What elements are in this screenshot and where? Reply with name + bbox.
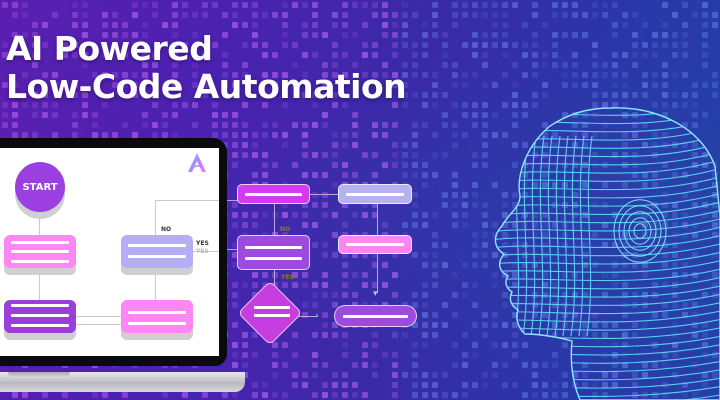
connector — [76, 324, 121, 325]
flow-node — [4, 300, 76, 333]
connector — [155, 275, 156, 300]
connector — [76, 316, 121, 317]
connector — [377, 203, 378, 235]
connector — [274, 203, 275, 236]
flow-node — [338, 235, 412, 254]
connector — [155, 200, 219, 201]
no-label: NO — [280, 226, 291, 233]
connector — [309, 194, 339, 195]
flow-node — [237, 184, 310, 204]
connector — [193, 251, 219, 252]
flow-node-end — [334, 305, 417, 327]
headline: AI Powered Low-Code Automation — [6, 29, 407, 106]
connector — [274, 270, 275, 290]
laptop-notch — [8, 372, 70, 378]
connector — [218, 249, 239, 250]
connector — [39, 275, 40, 300]
flow-node — [338, 184, 412, 204]
headline-line-2: Low-Code Automation — [6, 67, 407, 106]
no-label: NO — [161, 226, 172, 233]
yes-label: YES — [281, 274, 294, 281]
connector — [155, 200, 156, 236]
connector — [377, 253, 378, 293]
arrow-down-icon: ▾ — [373, 289, 378, 299]
start-node: START — [15, 162, 65, 212]
yes-label-faded: YES — [196, 248, 209, 255]
pyramid-dot-logo-icon — [188, 153, 206, 172]
yes-label: YES — [196, 240, 209, 247]
connector — [294, 316, 318, 317]
connector — [227, 200, 239, 201]
flow-node — [4, 235, 76, 268]
connector — [39, 212, 40, 236]
flow-node — [121, 300, 193, 333]
flow-node — [121, 235, 193, 268]
headline-line-1: AI Powered — [6, 29, 213, 68]
flow-node — [237, 235, 310, 270]
arrow-right-icon: › — [315, 311, 319, 321]
wireframe-ai-head-icon — [494, 107, 720, 400]
